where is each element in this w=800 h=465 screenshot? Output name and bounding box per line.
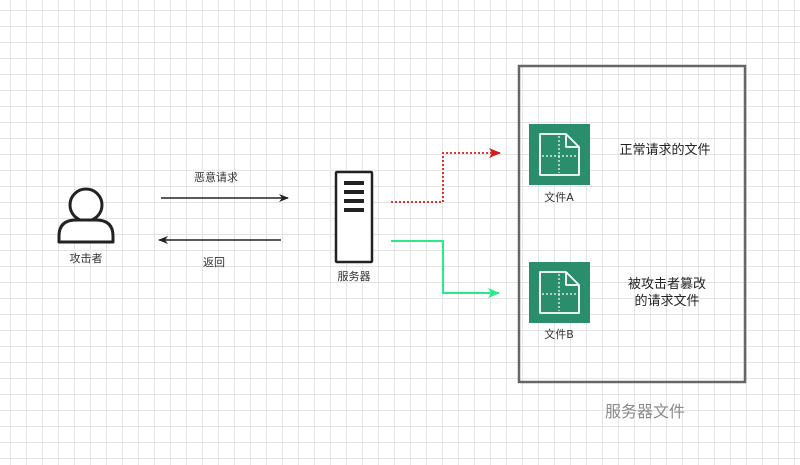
file-b-icon [529, 262, 590, 323]
user-icon [57, 187, 115, 244]
attacker-label: 攻击者 [69, 252, 103, 265]
file-b-label: 文件B [544, 328, 574, 341]
normal-file-path [391, 148, 501, 203]
server-files-container [517, 64, 747, 384]
file-a-description: 正常请求的文件 [619, 143, 711, 158]
server-icon [334, 170, 374, 264]
request-label: 恶意请求 [194, 171, 238, 184]
file-a-icon [529, 124, 590, 185]
file-a-label: 文件A [544, 191, 574, 204]
server-files-title: 服务器文件 [604, 402, 686, 421]
tampered-file-path [391, 240, 500, 298]
server-label: 服务器 [337, 270, 371, 283]
response-label: 返回 [203, 256, 225, 269]
file-b-description-line2: 的请求文件 [634, 294, 700, 309]
file-b-description-line1: 被攻击者篡改 [627, 277, 707, 292]
